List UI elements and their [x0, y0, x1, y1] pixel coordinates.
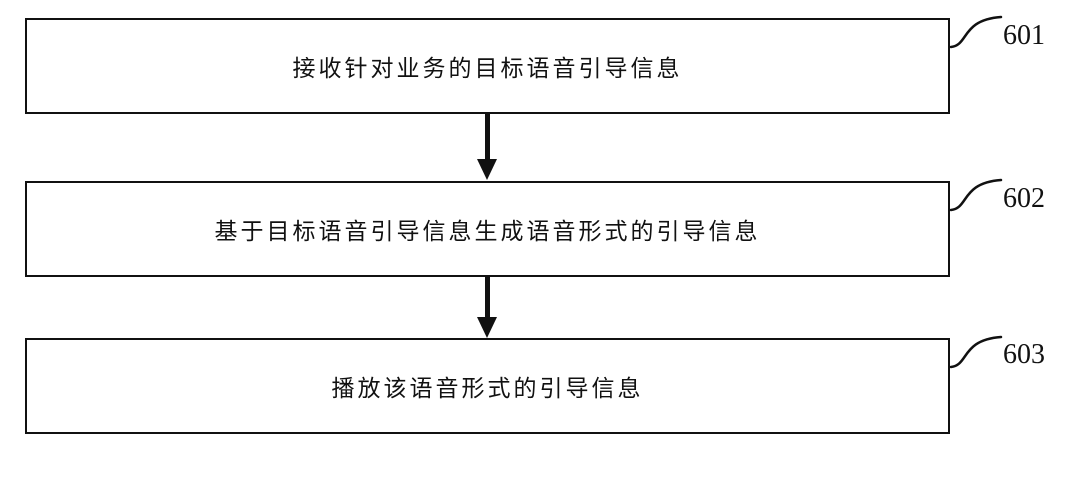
down-arrow-1-head	[477, 159, 497, 180]
ref-label-601: 601	[1003, 20, 1045, 51]
flow-step-1-label: 接收针对业务的目标语音引导信息	[292, 55, 683, 81]
ref-label-603: 603	[1003, 339, 1045, 370]
ref-connector-3	[949, 335, 1003, 369]
ref-connector-2	[949, 178, 1003, 212]
flow-step-1-box: 接收针对业务的目标语音引导信息	[25, 18, 950, 114]
down-arrow-1-stem	[485, 114, 490, 160]
flow-step-2-label: 基于目标语音引导信息生成语音形式的引导信息	[214, 218, 761, 244]
flow-step-2-box: 基于目标语音引导信息生成语音形式的引导信息	[25, 181, 950, 277]
flow-step-3-box: 播放该语音形式的引导信息	[25, 338, 950, 434]
ref-label-602: 602	[1003, 183, 1045, 214]
down-arrow-2-head	[477, 317, 497, 338]
down-arrow-2-stem	[485, 277, 490, 318]
flow-step-3-label: 播放该语音形式的引导信息	[331, 375, 644, 401]
ref-connector-1	[949, 15, 1003, 49]
